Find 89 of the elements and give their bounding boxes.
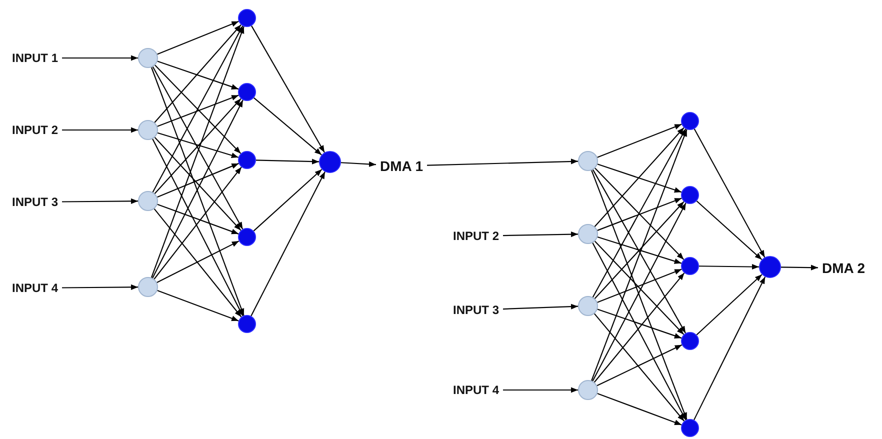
arrow <box>597 164 682 193</box>
arrow <box>152 26 244 192</box>
arrow <box>503 304 578 310</box>
arrow <box>597 124 682 158</box>
arrow <box>157 132 239 158</box>
arrow <box>597 308 682 339</box>
arrow <box>596 344 682 386</box>
input-neuron <box>138 48 158 68</box>
input-neuron <box>578 151 598 171</box>
hidden-neuron <box>681 419 699 437</box>
output-label: DMA 1 <box>380 158 424 174</box>
arrow <box>594 240 684 335</box>
hidden-neuron <box>238 228 256 246</box>
arrow <box>594 127 684 227</box>
input-label: INPUT 1 <box>12 51 58 65</box>
input-neuron <box>578 380 598 400</box>
arrow <box>592 169 686 334</box>
arrow <box>62 55 138 61</box>
hidden-neuron <box>238 151 256 169</box>
arrow <box>154 64 242 154</box>
arrow <box>152 66 244 230</box>
input-label: INPUT 2 <box>453 229 500 243</box>
arrow <box>154 208 242 318</box>
arrow <box>157 290 239 322</box>
arrow <box>154 24 242 123</box>
arrow <box>256 158 320 164</box>
input-neuron <box>578 224 598 244</box>
input-label: INPUT 4 <box>12 281 58 295</box>
arrow <box>694 276 766 420</box>
arrow <box>152 138 244 316</box>
arrow <box>503 387 578 393</box>
hidden-neuron <box>681 332 699 350</box>
input-label: INPUT 3 <box>12 195 58 209</box>
arrow <box>592 202 686 382</box>
arrow <box>157 94 239 127</box>
arrow <box>594 272 685 383</box>
arrow <box>597 198 682 231</box>
arrow <box>253 168 322 232</box>
arrow <box>156 240 240 283</box>
arrow <box>157 204 239 234</box>
arrow <box>591 170 688 420</box>
arrow <box>597 268 682 303</box>
arrow <box>594 168 684 260</box>
hidden-neuron <box>238 83 256 101</box>
arrow <box>152 100 244 278</box>
arrow <box>503 232 578 238</box>
arrow <box>150 26 244 278</box>
arrow <box>592 242 686 420</box>
arrow <box>340 161 376 167</box>
arrow <box>696 200 762 260</box>
arrow <box>154 136 242 231</box>
input-neuron <box>138 120 158 140</box>
input-label: INPUT 4 <box>453 383 500 397</box>
arrow <box>62 198 138 204</box>
arrow <box>594 201 684 299</box>
arrow <box>592 128 686 298</box>
output-neuron <box>759 256 781 278</box>
hidden-neuron <box>238 315 256 333</box>
input-neuron <box>578 296 598 316</box>
hidden-neuron <box>238 9 256 27</box>
arrow <box>154 166 242 280</box>
arrow <box>157 20 239 55</box>
arrow <box>150 67 244 316</box>
arrow <box>251 26 325 153</box>
arrow <box>154 98 242 194</box>
input-label: INPUT 3 <box>453 303 500 317</box>
hidden-neuron <box>681 112 699 130</box>
output-neuron <box>319 151 341 173</box>
arrow <box>694 128 766 258</box>
output-label: DMA 2 <box>822 260 866 276</box>
arrow <box>699 264 759 270</box>
input-label: INPUT 2 <box>12 123 58 137</box>
arrow <box>594 313 685 422</box>
arrow <box>250 172 326 316</box>
arrow <box>62 284 138 290</box>
arrow <box>597 236 682 264</box>
input-neuron <box>138 277 158 297</box>
arrow <box>254 97 322 156</box>
hidden-neuron <box>681 186 699 204</box>
arrow <box>157 162 239 198</box>
hidden-neuron <box>681 257 699 275</box>
arrow <box>591 129 688 381</box>
input-neuron <box>138 191 158 211</box>
arrow <box>62 127 138 133</box>
arrow <box>157 60 239 90</box>
arrow <box>696 274 762 336</box>
arrow <box>781 264 818 270</box>
arrow <box>597 392 682 426</box>
arrow <box>427 158 578 166</box>
